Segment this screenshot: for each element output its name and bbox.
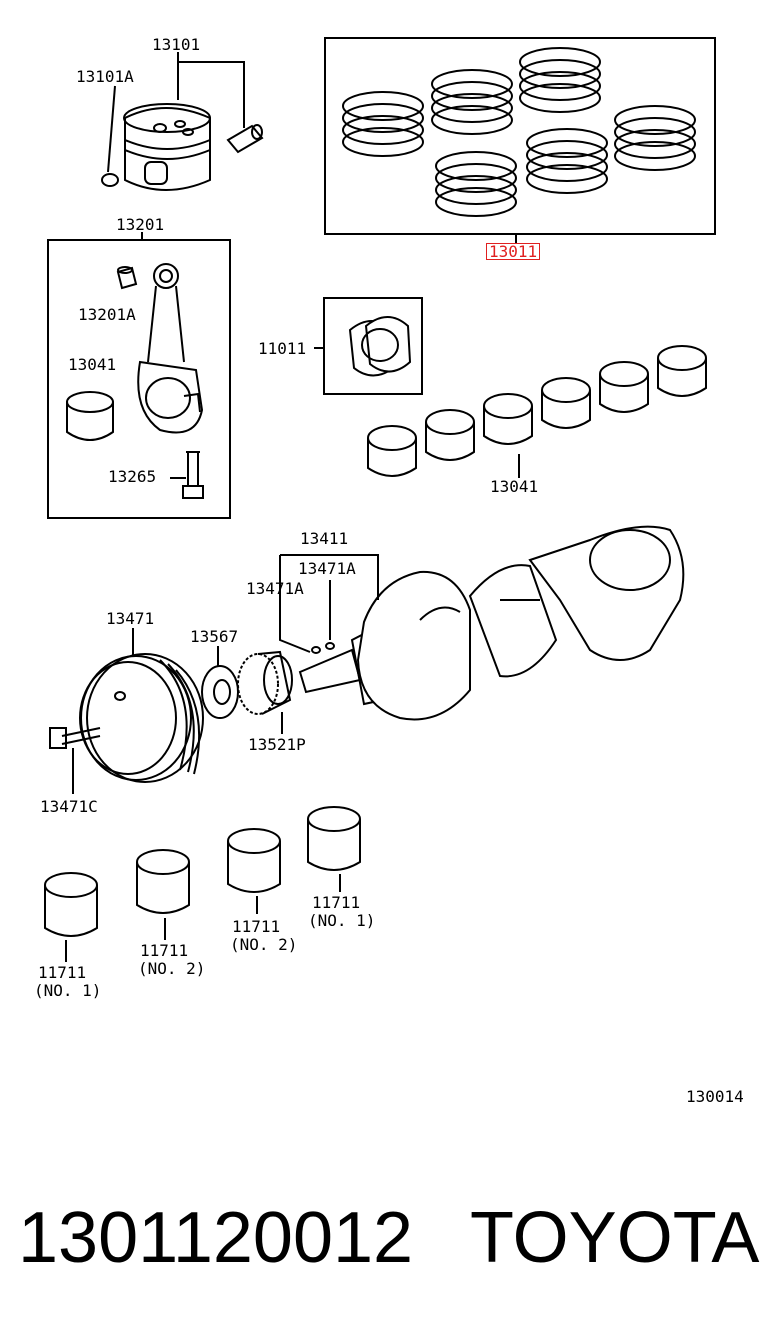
brand-name: TOYOTA [470,1198,760,1278]
sprocket-washer-drawing[interactable] [201,665,239,719]
key-group-leader [279,554,379,653]
label-crank-sprocket[interactable]: 13521P [248,735,306,754]
conrod-bolt-drawing[interactable] [182,451,204,499]
piston-leader [177,52,245,128]
thrust-washer-1-drawing[interactable] [44,872,98,937]
thrust-washer-3-drawing[interactable] [227,828,281,893]
label-key-a-left[interactable]: 13471A [246,579,304,598]
diagram-code: 130014 [686,1087,744,1106]
label-thrust-washer-4-note: (NO. 1) [308,911,376,930]
crankshaft-drawing[interactable] [298,525,685,721]
conrod-drawing[interactable] [137,263,204,434]
crank-bearing-set-drawing[interactable] [348,316,412,377]
label-key-a-right[interactable]: 13471A [298,559,356,578]
label-piston-ring-set[interactable]: 13011 [486,243,541,260]
thrust-washer-4-drawing[interactable] [307,806,361,871]
conrod-bushing-drawing[interactable] [116,266,138,290]
conrod-box [47,239,231,519]
label-piston[interactable]: 13101 [152,35,201,54]
crank-bearing-set-box [323,297,423,395]
footer: 1301120012 TOYOTA [0,1190,760,1280]
crank-pulley-drawing[interactable] [79,653,204,783]
label-thrust-washer-1[interactable]: 11711 [38,963,87,982]
crank-bearings-row-drawing[interactable] [367,345,707,477]
label-sprocket-washer[interactable]: 13567 [190,627,239,646]
label-key-group[interactable]: 13411 [300,529,349,548]
label-thrust-washer-1-note: (NO. 1) [34,981,102,1000]
pulley-bolt-drawing[interactable] [49,727,101,749]
label-thrust-washer-3[interactable]: 11711 [232,917,281,936]
label-crank-bearing-row[interactable]: 13041 [490,477,539,496]
piston-drawing[interactable] [123,103,211,191]
piston-clip-drawing[interactable] [101,173,119,187]
label-conrod-bolt[interactable]: 13265 [108,467,157,486]
label-thrust-washer-2-note: (NO. 2) [138,959,206,978]
thrust-washer-2-drawing[interactable] [136,849,190,914]
label-pulley[interactable]: 13471 [106,609,155,628]
piston-clip-leader [107,85,116,173]
label-thrust-washer-2[interactable]: 11711 [140,941,189,960]
keys-drawing[interactable] [311,642,335,654]
label-crank-bearing-set[interactable]: 11011 [258,339,307,358]
piston-rings-drawing[interactable] [342,47,696,217]
label-conrod-bushing[interactable]: 13201A [78,305,136,324]
thrust-washer-leaders [65,874,341,962]
label-thrust-washer-3-note: (NO. 2) [230,935,298,954]
conrod-bearing-drawing[interactable] [66,391,114,441]
piston-pin-drawing[interactable] [226,124,264,154]
piston-ring-set-box [324,37,716,235]
label-thrust-washer-4[interactable]: 11711 [312,893,361,912]
crank-sprocket-drawing[interactable] [237,650,293,715]
part-number: 1301120012 [18,1198,414,1278]
label-piston-clip[interactable]: 13101A [76,67,134,86]
label-pulley-bolt[interactable]: 13471C [40,797,98,816]
label-conrod[interactable]: 13201 [116,215,165,234]
label-conrod-bearing[interactable]: 13041 [68,355,117,374]
